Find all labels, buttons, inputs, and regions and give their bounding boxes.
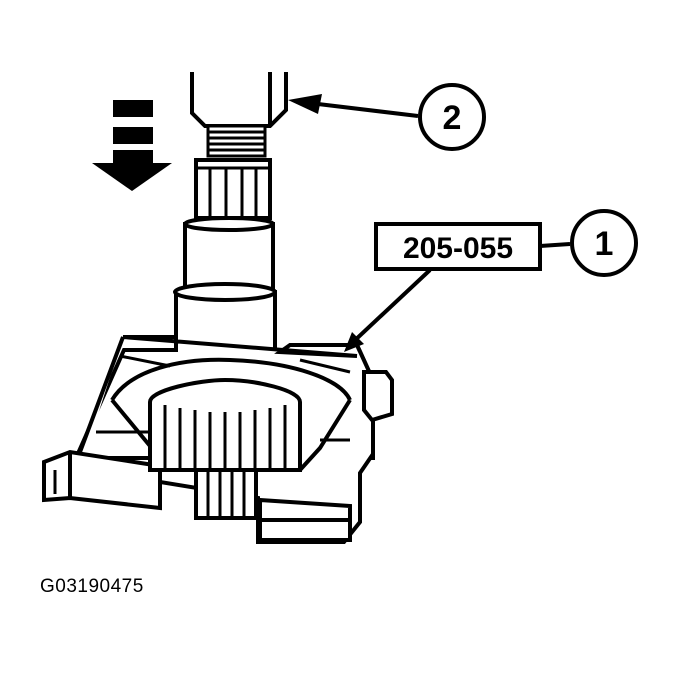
press-ram	[190, 72, 288, 158]
callout-1-number: 1	[595, 225, 614, 263]
callout-2-number: 2	[443, 99, 462, 137]
gear	[148, 377, 302, 520]
figure-id: G03190475	[40, 576, 144, 597]
down-arrow-icon	[92, 100, 172, 191]
leader-line-2	[288, 94, 419, 118]
callout-1: 1	[570, 209, 638, 277]
leader-line-1	[344, 242, 571, 352]
tool-label: 205-055	[374, 222, 542, 271]
callout-2: 2	[418, 83, 486, 151]
tool-number: 205-055	[403, 232, 513, 265]
